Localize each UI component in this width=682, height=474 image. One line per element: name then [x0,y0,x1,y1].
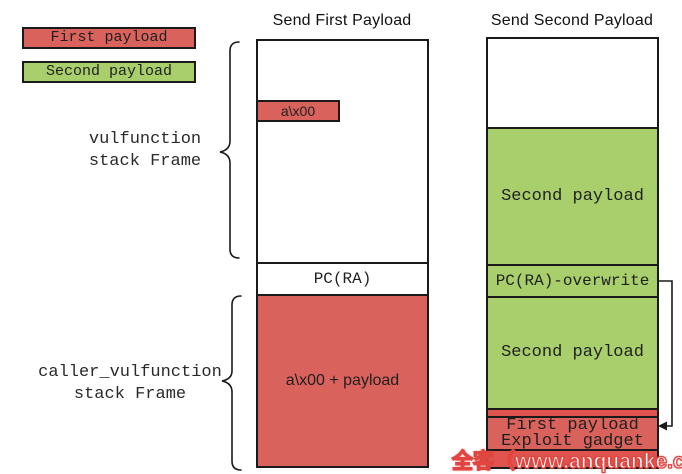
anquanke-watermark: 全客（www.anquanke.com [451,449,682,473]
legend-first-payload-label: First payload [50,29,168,47]
legend-first-payload: First payload [22,27,196,49]
column2-exploit-gadget-cell: First payload Exploit gadget [486,416,659,451]
column2-pc-ra-overwrite-text: PC(RA)-overwrite [495,271,650,290]
column1-vulfunction-region [256,39,429,264]
column2-second-payload-top-cell: Second payload [486,127,659,266]
brace-caller-frame [221,295,242,471]
legend-second-payload: Second payload [22,61,196,83]
caller-vulfunction-frame-label-line1: caller_vulfunction [38,363,222,382]
caller-vulfunction-frame-label-line2: stack Frame [73,385,187,404]
brace-vulfunction-frame [219,41,240,259]
column2-empty-region [486,37,659,129]
vulfunction-frame-label-line2: stack Frame [88,152,202,171]
legend-second-payload-label: Second payload [45,63,173,81]
column2-second-payload-top-text: Second payload [501,186,644,206]
vulfunction-frame-label: vulfunction stack Frame [40,129,250,173]
column1-overflow-cell: a\x00 [256,100,340,122]
column2-exploit-gadget-line1: First payload [506,415,639,435]
column1-first-payload-text: a\x00 + payload [285,371,400,389]
column2-second-payload-mid-cell: Second payload [486,296,659,410]
column1-overflow-text: a\x00 [280,102,316,119]
column2-second-payload-mid-text: Second payload [501,343,644,363]
caller-vulfunction-frame-label: caller_vulfunction stack Frame [25,362,235,406]
column2-exploit-gadget-line2: Exploit gadget [501,431,644,451]
overwrite-to-gadget-arrow [658,280,673,431]
column2-pc-ra-overwrite-cell: PC(RA)-overwrite [486,264,659,298]
column1-pc-ra-text: PC(RA) [313,269,372,288]
column2-title: Send Second Payload [490,12,654,29]
column1-pc-ra-cell: PC(RA) [256,262,429,296]
vulfunction-frame-label-line1: vulfunction [88,130,202,149]
column1-title: Send First Payload [272,12,412,29]
column1-first-payload-cell: a\x00 + payload [256,294,429,468]
